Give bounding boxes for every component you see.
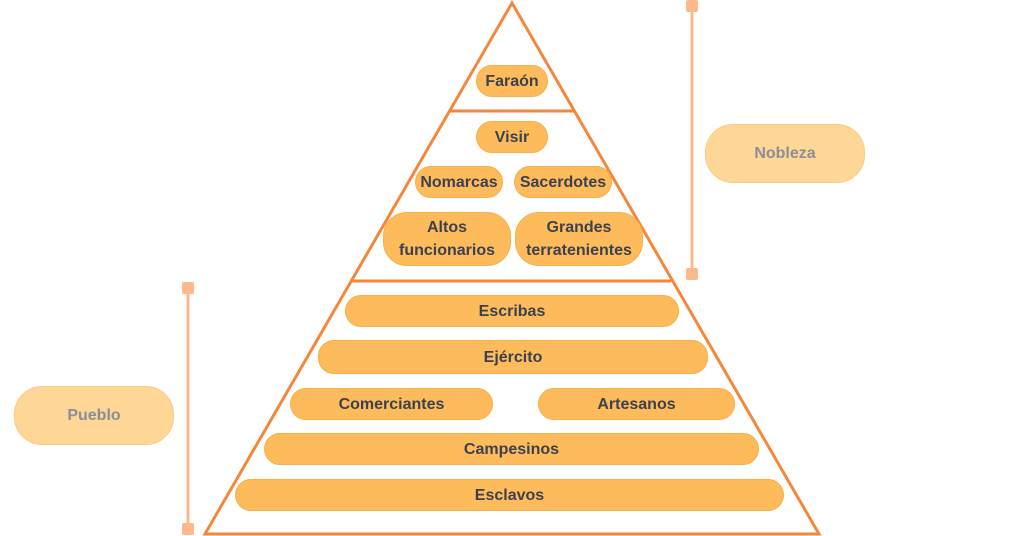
pyramid-triangle [202, 0, 822, 536]
box-sacerdotes: Sacerdotes [514, 166, 612, 198]
box-faraon: Faraón [476, 65, 548, 97]
box-artesanos: Artesanos [538, 388, 735, 420]
box-visir: Visir [476, 121, 548, 153]
box-ejercito: Ejército [318, 340, 708, 374]
group-label-pueblo: Pueblo [14, 386, 174, 445]
box-comerciantes: Comerciantes [290, 388, 493, 420]
pueblo-bracket [182, 282, 194, 535]
grandes-line1: Grandes [546, 219, 612, 236]
nobleza-bracket [686, 0, 698, 280]
box-campesinos: Campesinos [264, 433, 759, 465]
box-grandes-terratenientes: Grandes terratenientes [515, 212, 643, 266]
altos-line1: Altos [427, 219, 467, 236]
box-nomarcas: Nomarcas [415, 166, 503, 198]
box-esclavos: Esclavos [235, 479, 784, 511]
box-escribas: Escribas [345, 295, 679, 327]
group-label-nobleza: Nobleza [705, 124, 865, 183]
box-altos-funcionarios: Altos funcionarios [383, 212, 511, 266]
grandes-line2: terratenientes [526, 242, 632, 259]
altos-line2: funcionarios [398, 242, 495, 259]
